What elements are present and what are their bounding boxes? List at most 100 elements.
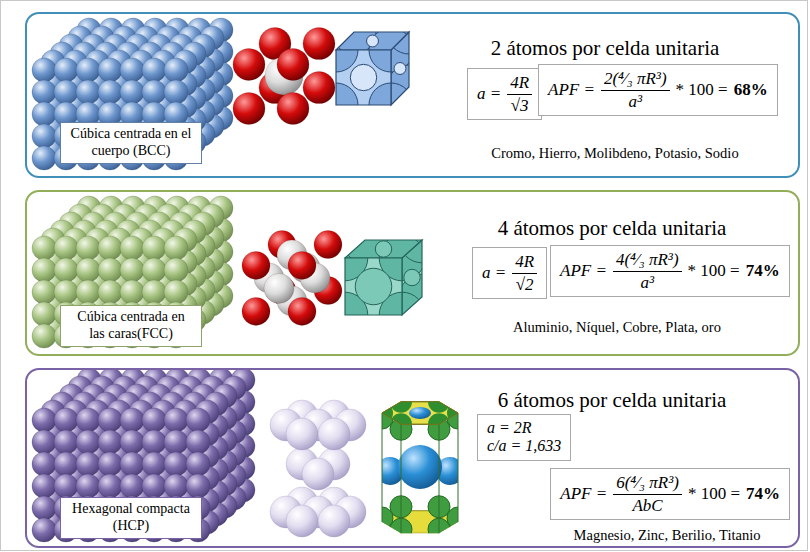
illustration-part: [76, 236, 100, 260]
illustration-part: [142, 80, 166, 104]
formula-term: 74%: [746, 261, 780, 281]
section-heading: 4 átomos por celda unitaria: [462, 216, 762, 240]
fcc-atom-model: [242, 231, 342, 326]
illustration-part: [54, 452, 78, 476]
illustration-part: [54, 474, 78, 498]
illustration-part: [382, 402, 458, 425]
illustration-part: [314, 231, 342, 259]
formula-text: a =: [482, 263, 506, 282]
formula-text: APF =: [560, 484, 607, 503]
illustration-part: [120, 474, 144, 498]
illustration-part: [32, 146, 56, 170]
illustration-part: [233, 48, 265, 80]
illustration-part: [32, 474, 56, 498]
illustration-part: [120, 80, 144, 104]
section-heading: 6 átomos por celda unitaria: [462, 388, 762, 412]
formula-box: APF =6(⁴⁄₃ πR³)AbC* 100 =74%: [550, 468, 790, 520]
formula-box: a = 4R√2: [472, 247, 547, 299]
formula-term: c/a = 1,633: [487, 437, 561, 455]
structure-panel: Cúbica centrada en las caras(FCC) a = 4R√2…: [25, 190, 800, 356]
illustration-part: [32, 518, 56, 542]
illustration-part: [322, 235, 425, 338]
illustration-part: [314, 10, 431, 72]
illustration-part: [233, 92, 265, 124]
denominator: a³: [625, 91, 645, 112]
formula-text: * 100 =: [676, 80, 728, 99]
illustration-part: [288, 251, 316, 279]
structure-label-box: Cúbica centrada en las caras(FCC): [60, 305, 202, 347]
illustration-part: [98, 80, 122, 104]
illustration-part: [336, 32, 409, 50]
illustration-part: [76, 58, 100, 82]
illustration-part: [404, 269, 420, 285]
illustration-part: [371, 396, 469, 541]
formula-text: * 100 =: [688, 261, 740, 280]
fraction: 4R√3: [507, 73, 532, 115]
illustration-part: [302, 458, 334, 490]
fcc-unit-cell: [322, 217, 445, 338]
fraction: 4R√2: [512, 252, 537, 294]
illustration-part: [394, 63, 406, 75]
formula-text: a =: [477, 84, 501, 103]
illustration-part: [120, 430, 144, 454]
formula-term: a =: [477, 84, 501, 104]
illustration-part: [142, 452, 166, 476]
illustration-part: [76, 80, 100, 104]
illustration-part: [98, 430, 122, 454]
illustration-part: [32, 430, 56, 454]
formula-term: a = 2R: [487, 419, 561, 437]
illustration-part: [164, 58, 188, 82]
illustration-part: [303, 72, 335, 104]
illustration-part: [439, 424, 440, 533]
formula-text: APF =: [548, 80, 595, 99]
formula-term: a =: [482, 263, 506, 283]
illustration-part: [371, 391, 469, 436]
illustration-part: [142, 58, 166, 82]
illustration-part: [76, 258, 100, 282]
structure-name: Cúbica centrada en el cuerpo (BCC): [69, 126, 193, 160]
formula-term: * 100 =: [688, 261, 740, 281]
illustration-part: [142, 280, 166, 304]
numerator: 4R: [507, 73, 532, 95]
illustration-part: [54, 258, 78, 282]
structure-label-box: Hexagonal compacta (HCP): [60, 497, 202, 539]
illustration-part: [186, 452, 210, 476]
illustration-part: [32, 258, 56, 282]
illustration-part: [142, 430, 166, 454]
illustration-part: [186, 408, 210, 432]
bcc-atom-model: [233, 28, 335, 125]
illustration-part: [98, 474, 122, 498]
illustration-part: [142, 236, 166, 260]
illustration-part: [120, 58, 144, 82]
illustration-part: [142, 408, 166, 432]
illustration-part: [98, 58, 122, 82]
illustration-part: [242, 251, 270, 279]
illustration-part: [288, 297, 316, 325]
illustration-part: [369, 10, 431, 127]
element-list: Magnesio, Zinc, Berilio, Titanio: [517, 527, 810, 544]
illustration-part: [32, 124, 56, 148]
element-list: Cromo, Hierro, Molibdeno, Potasio, Sodio: [465, 145, 765, 162]
formula-term: * 100 =: [688, 484, 740, 504]
text-slot: Magnesio, Zinc, Berilio, Titanio: [517, 527, 810, 544]
formula-term: 74%: [746, 484, 780, 504]
illustration-part: [142, 258, 166, 282]
illustration-part: [54, 236, 78, 260]
illustration-part: [142, 474, 166, 498]
bcc-unit-cell: [314, 10, 431, 127]
denominator: √3: [508, 95, 532, 116]
text-slot: 4 átomos por celda unitaria: [462, 216, 762, 240]
illustration-part: [76, 280, 100, 304]
illustration-part: [120, 280, 144, 304]
illustration-part: [164, 280, 188, 304]
illustration-part: [264, 273, 294, 303]
illustration-part: [277, 92, 309, 124]
structure-label-box: Cúbica centrada en el cuerpo (BCC): [60, 122, 202, 164]
structure-panel: Cúbica centrada en el cuerpo (BCC) a = 4R√…: [25, 12, 800, 178]
illustration-part: [345, 240, 422, 258]
denominator: √2: [513, 274, 537, 295]
text-slot: 6 átomos por celda unitaria: [462, 388, 762, 412]
illustration-part: [186, 474, 210, 498]
illustration-part: [367, 35, 379, 47]
formula-box: a = 2Rc/a = 1,633: [477, 414, 571, 461]
